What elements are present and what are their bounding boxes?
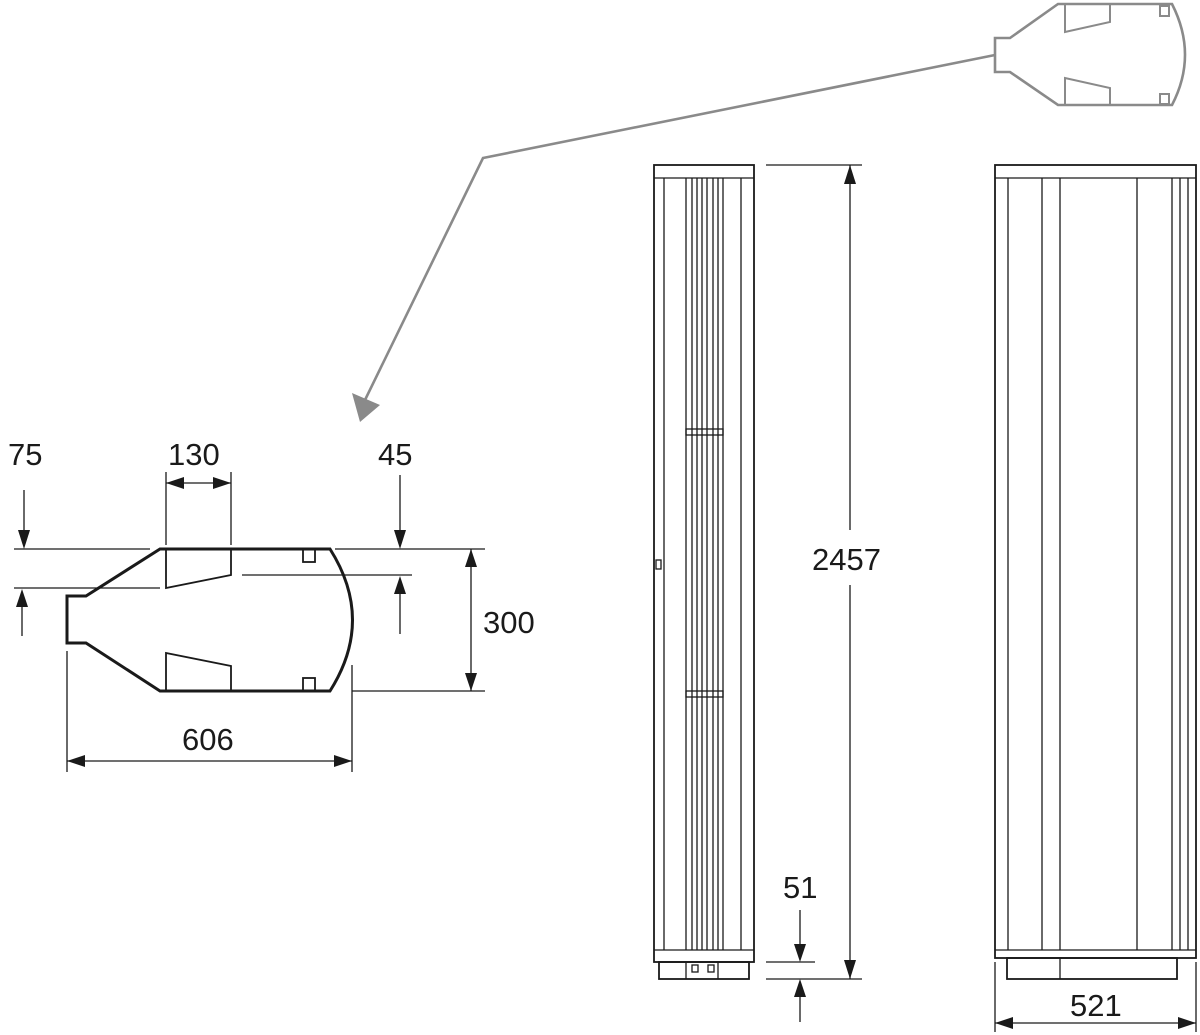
dim-606-label: 606 bbox=[182, 722, 234, 757]
side-elevation-view: 2457 51 bbox=[653, 164, 881, 1022]
plan-view-section: 75 130 45 300 606 bbox=[8, 437, 535, 772]
dim-521-label: 521 bbox=[1070, 988, 1122, 1023]
dim-51-label: 51 bbox=[783, 870, 817, 905]
front-elevation-view: 521 bbox=[994, 164, 1197, 1032]
top-view-detail-callout bbox=[352, 2, 1187, 422]
dim-300-label: 300 bbox=[483, 605, 535, 640]
dim-75-label: 75 bbox=[8, 437, 42, 472]
dim-45-label: 45 bbox=[378, 437, 412, 472]
dim-130-label: 130 bbox=[168, 437, 220, 472]
dim-2457-label: 2457 bbox=[812, 542, 881, 577]
callout-arrowhead bbox=[352, 393, 380, 422]
